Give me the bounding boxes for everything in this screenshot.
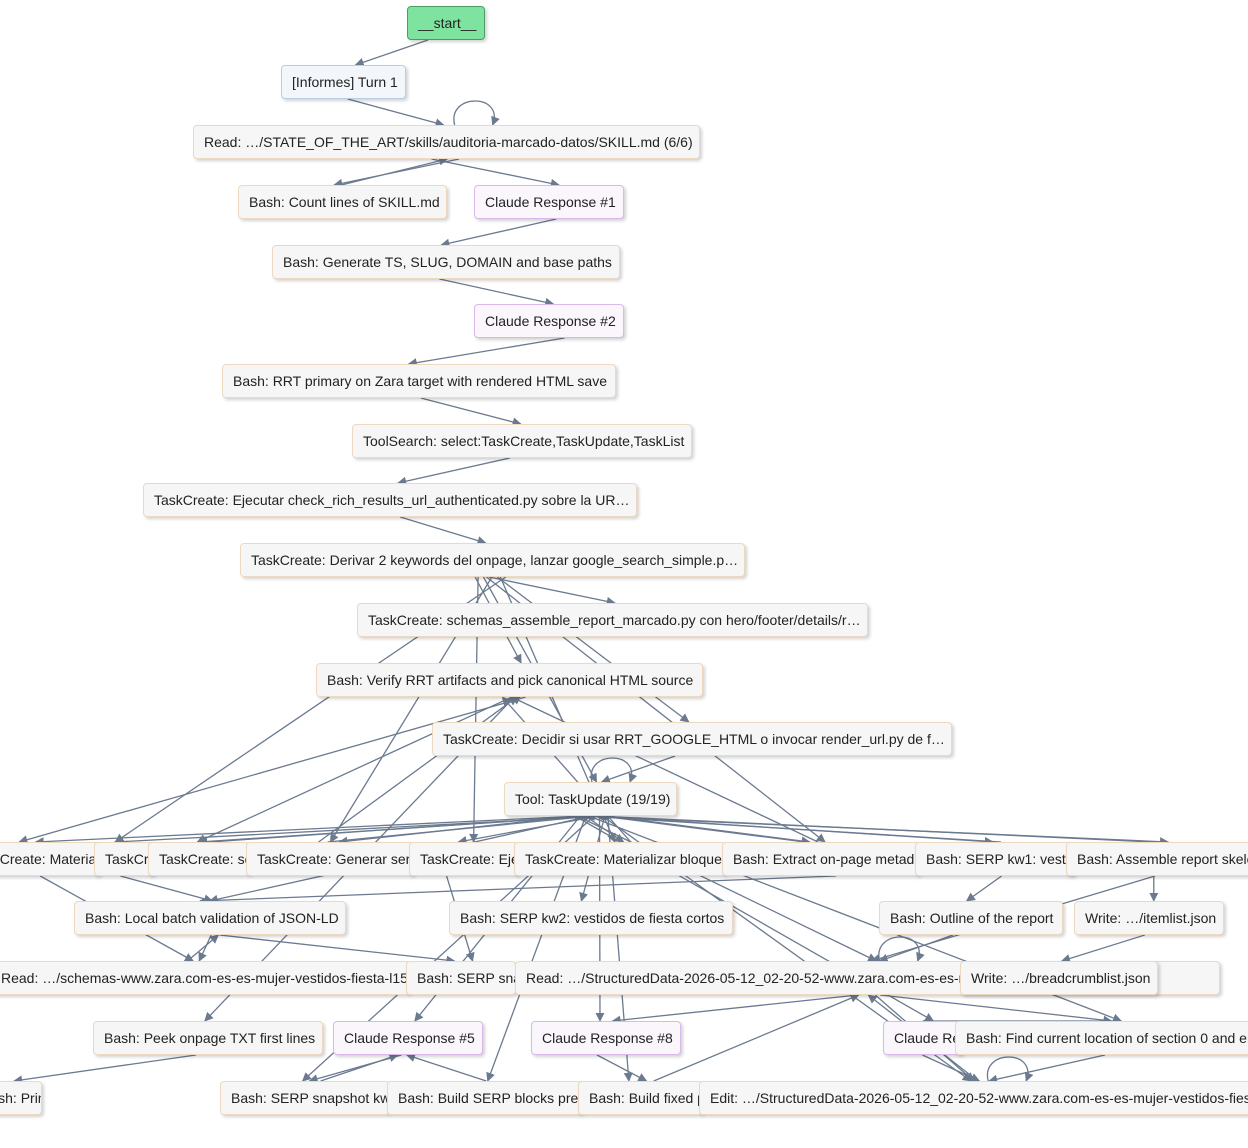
edge-bash-find-to-edit-structured — [988, 1054, 1106, 1084]
edge-bash-build-serp-to-claude5 — [405, 1053, 487, 1082]
edge-edit-structured-to-edit-structured — [986, 1056, 1034, 1082]
edge-taskupdate-to-r1g — [607, 815, 811, 846]
node-bash-serp-kw[interactable]: Bash: SERP snapshot kw2 — [220, 1081, 390, 1115]
edge-r1g-to-bash-verify — [510, 696, 819, 843]
node-claude8[interactable]: Claude Response #8 — [531, 1021, 681, 1055]
node-taskupdate[interactable]: Tool: TaskUpdate (19/19) — [504, 782, 677, 816]
edge-bash-rrt-to-toolsearch — [420, 397, 522, 427]
node-claude2[interactable]: Claude Response #2 — [474, 304, 624, 338]
edge-r1i-to-taskupdate — [594, 811, 1154, 843]
edge-read-structured-to-claude8 — [611, 994, 858, 1025]
edge-bash-build-fixed-to-read-structured — [653, 993, 860, 1082]
edge-claude8-to-bash-build-fixed — [596, 1054, 648, 1082]
edge-r1d-to-bash-verify — [318, 696, 518, 843]
node-r1d[interactable]: TaskCreate: Generar serp blocks — [246, 842, 414, 876]
node-bash-ts[interactable]: Bash: Generate TS, SLUG, DOMAIN and base… — [272, 245, 620, 279]
node-turn1[interactable]: [Informes] Turn 1 — [281, 65, 406, 99]
edge-read-structured-to-bash-find — [880, 994, 1113, 1025]
edge-taskupdate-to-r1a — [34, 815, 583, 847]
node-write-itemlist[interactable]: Write: …/itemlist.json — [1074, 901, 1224, 935]
edge-tc-derivar-to-tc-schemas — [488, 576, 616, 606]
node-outline[interactable]: Bash: Outline of the report — [879, 901, 1063, 935]
edge-r1g-to-local-batch — [199, 875, 837, 906]
edge-toolsearch-to-tc-check — [397, 457, 511, 486]
edge-tc-derivar-to-tc-decidir — [496, 576, 690, 723]
node-r1i[interactable]: Bash: Assemble report skeleton — [1066, 842, 1248, 876]
node-r1f[interactable]: TaskCreate: Materializar bloques JSON-LD — [514, 842, 726, 876]
edge-claude1-to-bash-ts — [440, 218, 557, 248]
node-read-skill[interactable]: Read: …/STATE_OF_THE_ART/skills/auditori… — [193, 125, 700, 159]
node-tc-derivar[interactable]: TaskCreate: Derivar 2 keywords del onpag… — [240, 543, 745, 577]
edge-tc-check-to-tc-derivar — [400, 516, 487, 545]
node-serp-kw2[interactable]: Bash: SERP kw2: vestidos de fiesta corto… — [449, 901, 733, 935]
node-summary[interactable]: Bash: Print summary — [0, 1081, 42, 1115]
edge-bash-count-to-read-skill — [341, 156, 449, 186]
node-bash-build-fixed[interactable]: Bash: Build fixed payloads — [578, 1081, 703, 1115]
edge-turn1-to-read-skill — [347, 98, 445, 128]
node-bash-count[interactable]: Bash: Count lines of SKILL.md — [238, 185, 447, 219]
edge-start-to-turn1 — [354, 39, 429, 67]
edge-bash-serp-kw-to-claude5 — [320, 1053, 399, 1082]
node-bash-serp-snap[interactable]: Bash: SERP snapshot — [406, 961, 516, 995]
node-toolsearch[interactable]: ToolSearch: select:TaskCreate,TaskUpdate… — [352, 424, 692, 458]
node-bash-find[interactable]: Bash: Find current location of section 0… — [955, 1021, 1248, 1055]
node-bash-rrt[interactable]: Bash: RRT primary on Zara target with re… — [222, 364, 616, 398]
node-local-batch[interactable]: Bash: Local batch validation of JSON-LD — [74, 901, 346, 935]
edge-r1c-to-taskupdate — [210, 812, 584, 843]
node-claude-re[interactable]: Claude Response #9 — [883, 1021, 963, 1055]
edge-r1g-to-taskupdate — [600, 812, 805, 843]
node-r1h[interactable]: Bash: SERP kw1: vestidos de fiesta — [915, 842, 1075, 876]
edge-r1h-to-taskupdate — [585, 811, 1002, 843]
node-tc-schemas[interactable]: TaskCreate: schemas_assemble_report_marc… — [357, 603, 868, 637]
edge-r1h-to-outline — [965, 875, 1002, 902]
edge-bash-verify-to-r1c — [196, 696, 513, 843]
node-edit-structured[interactable]: Edit: …/StructuredData-2026-05-12_02-20-… — [699, 1081, 1248, 1115]
node-claude5[interactable]: Claude Response #5 — [333, 1021, 483, 1055]
node-claude1[interactable]: Claude Response #1 — [474, 185, 624, 219]
node-r1g[interactable]: Bash: Extract on-page metadata — [722, 842, 920, 876]
node-tc-check[interactable]: TaskCreate: Ejecutar check_rich_results_… — [143, 483, 637, 517]
edge-bash-ts-to-claude2 — [439, 278, 555, 307]
node-r1c[interactable]: TaskCreate: schemas_assemble — [148, 842, 250, 876]
edge-bash-peek-to-summary — [13, 1054, 197, 1085]
node-write-breadcrumb[interactable]: Write: …/breadcrumblist.json — [960, 961, 1158, 995]
node-start[interactable]: __start__ — [407, 6, 485, 40]
edge-taskupdate-to-read-structured — [577, 815, 878, 962]
edge-r1b-to-local-batch — [120, 875, 214, 904]
node-read-schemas[interactable]: Read: …/schemas-www.zara.com-es-es-mujer… — [0, 961, 410, 995]
node-r1b[interactable]: TaskCreate: Crear — [94, 842, 154, 876]
edge-local-batch-to-read-schemas — [198, 934, 212, 962]
edge-read-skill-to-read-skill — [453, 100, 500, 126]
edge-tc-decidir-to-taskupdate — [600, 755, 676, 784]
edge-taskupdate-to-taskupdate — [590, 757, 638, 783]
node-bash-peek[interactable]: Bash: Peek onpage TXT first lines — [93, 1021, 323, 1055]
edge-r1d-to-taskupdate — [327, 812, 594, 843]
node-bash-verify[interactable]: Bash: Verify RRT artifacts and pick cano… — [316, 663, 703, 697]
node-tc-decidir[interactable]: TaskCreate: Decidir si usar RRT_GOOGLE_H… — [432, 722, 952, 756]
node-bash-build-serp[interactable]: Bash: Build SERP blocks pre-render — [387, 1081, 582, 1115]
edge-bash-verify-to-r1a — [18, 696, 526, 845]
node-r1e[interactable]: TaskCreate: Ejecutar — [409, 842, 519, 876]
edge-read-skill-to-claude1 — [431, 158, 560, 188]
edge-claude2-to-bash-rrt — [407, 337, 565, 368]
edge-local-batch-to-bash-serp-snap — [219, 934, 456, 965]
edge-write-itemlist-to-write-breadcrumb — [1060, 934, 1145, 963]
node-r1a[interactable]: TaskCreate: Materializar bloques de — [0, 842, 100, 876]
edge-read-structured-to-read-structured — [878, 936, 925, 962]
